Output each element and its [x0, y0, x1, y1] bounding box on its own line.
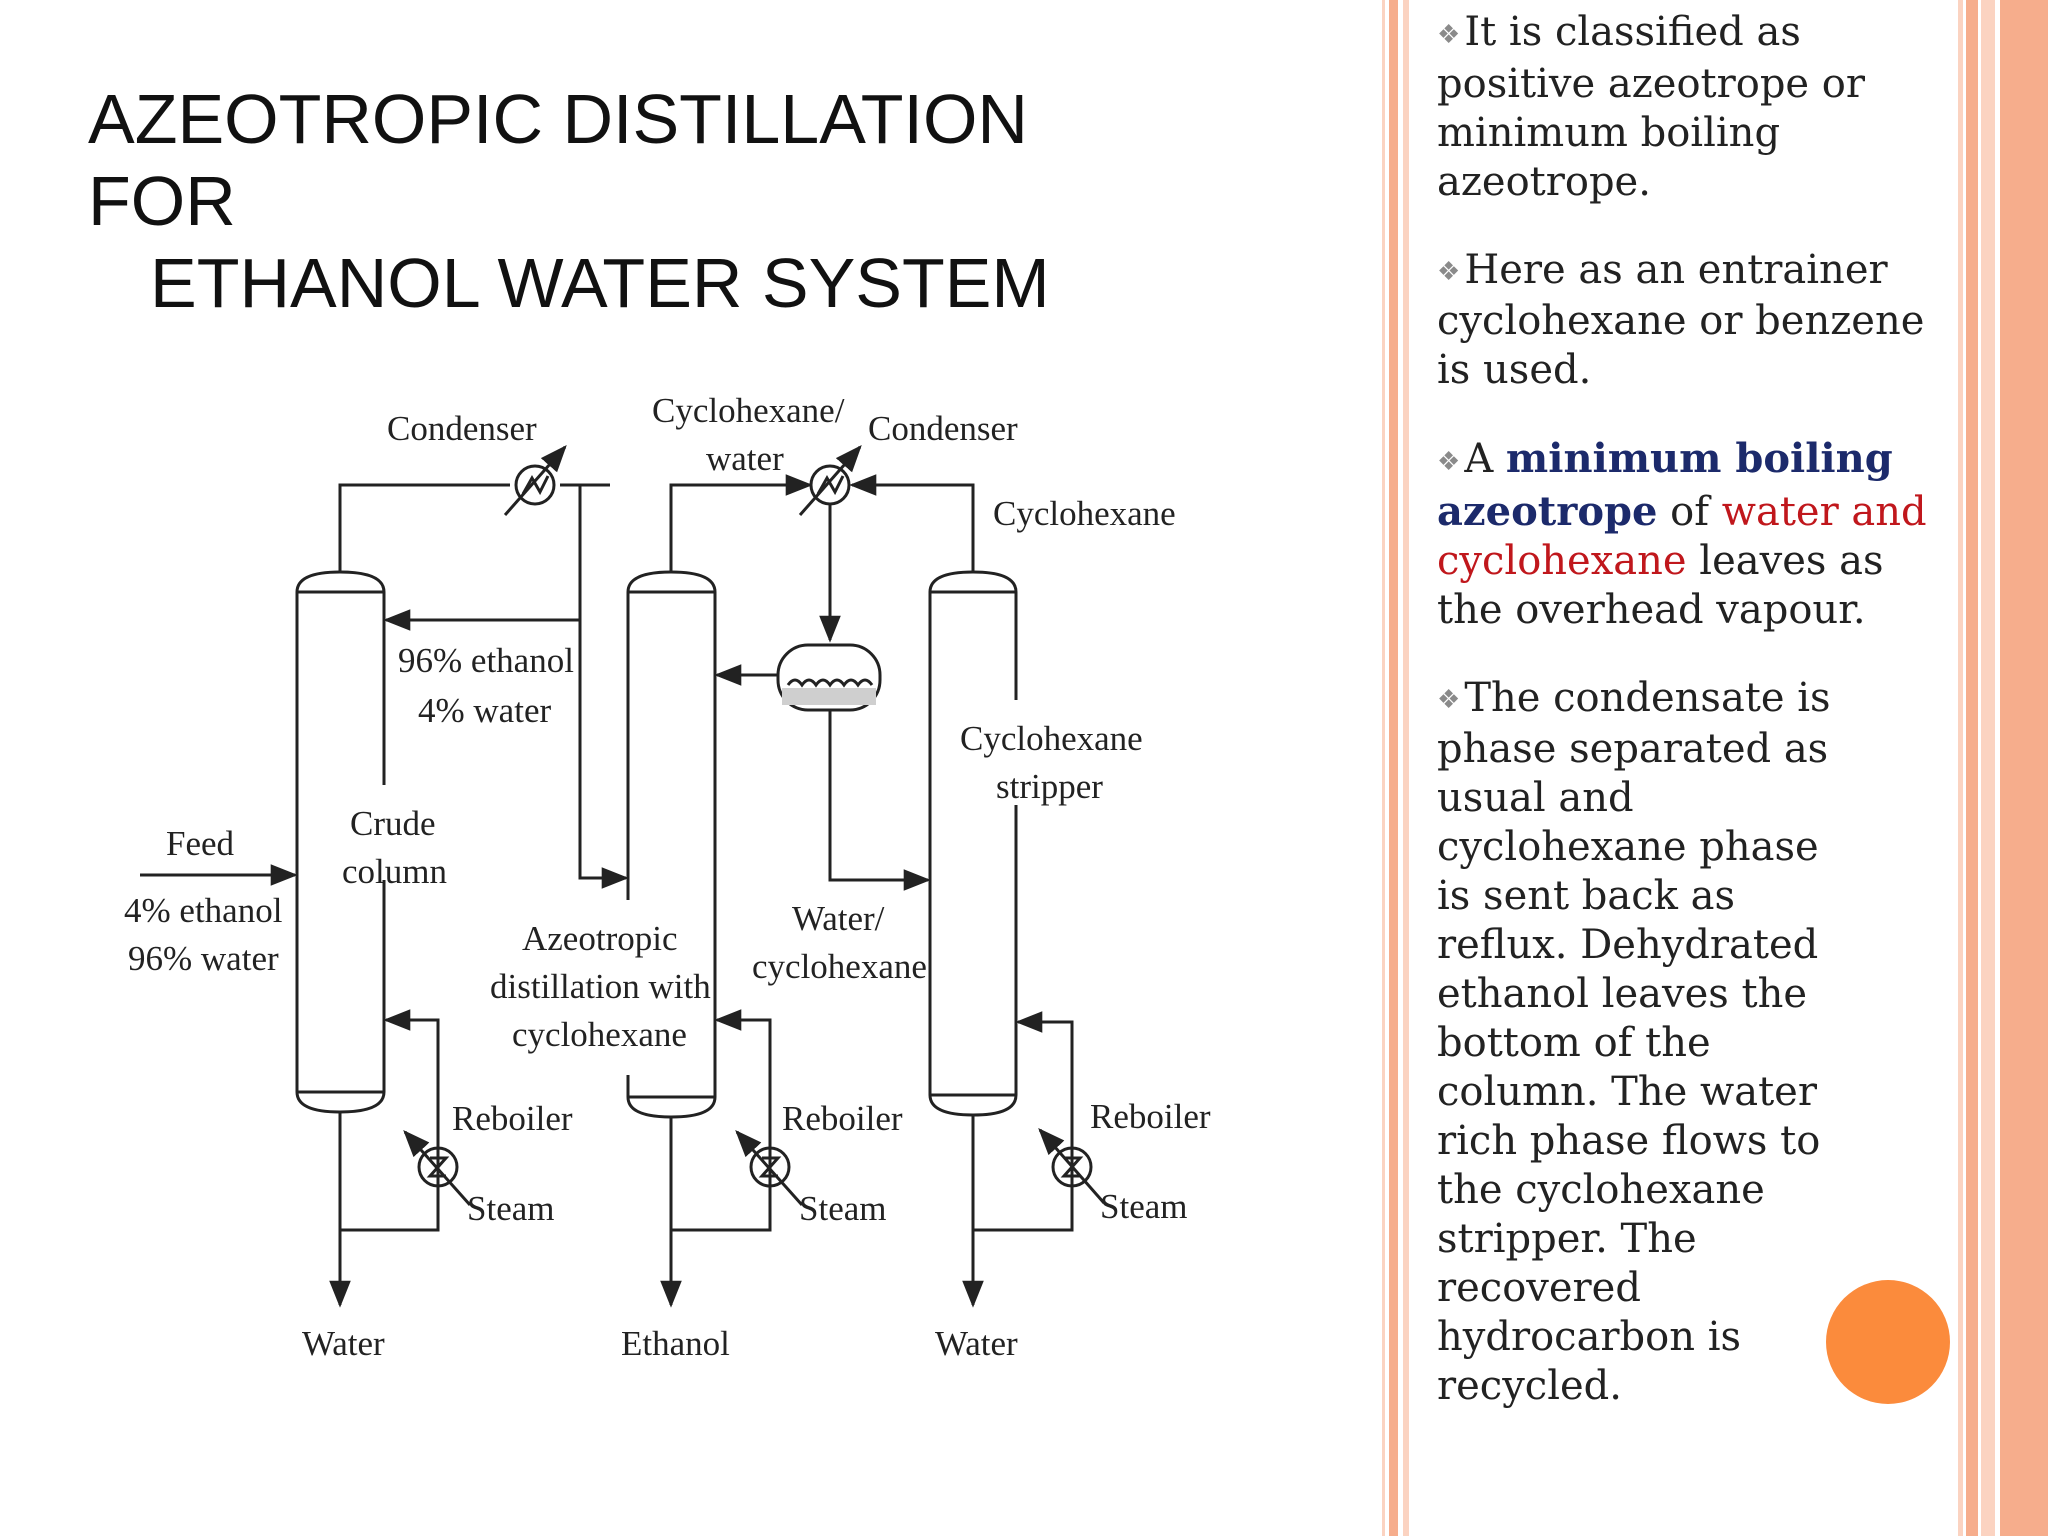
label-cyclohexane-water-2: water	[706, 439, 784, 478]
reboiler-3-icon	[1051, 1146, 1093, 1188]
reboiler-1-icon	[417, 1146, 459, 1188]
label-reboiler-1: Reboiler	[452, 1099, 573, 1138]
label-cyclohexane-water-1: Cyclohexane/	[652, 391, 845, 430]
bullet-4: ❖The condensate is phase separated as us…	[1437, 674, 1831, 1410]
decorative-orange-circle	[1826, 1280, 1950, 1404]
stripe-5	[1966, 0, 1978, 1536]
title-line-1: AZEOTROPIC DISTILLATION FOR	[88, 80, 1028, 240]
bullet-list: ❖It is classified as positive azeotrope …	[1437, 8, 1957, 1450]
label-azeo-2: distillation with	[490, 967, 711, 1006]
diamond-bullet-icon: ❖	[1437, 685, 1461, 715]
bullet-2: ❖Here as an entrainer cyclohexane or ben…	[1437, 246, 1925, 394]
label-azeo-3: cyclohexane	[512, 1015, 687, 1054]
stripe-2	[1389, 0, 1398, 1536]
emphasis-water-cyclohexane: water and cyclohexane	[1437, 488, 1927, 584]
label-bottom-water-2: Water	[935, 1324, 1018, 1363]
condenser-1-icon	[514, 464, 556, 506]
label-reboiler-3: Reboiler	[1090, 1097, 1211, 1136]
label-96-ethanol: 96% ethanol	[398, 641, 574, 680]
label-crude-2: column	[342, 852, 447, 891]
label-condenser-2: Condenser	[868, 409, 1018, 448]
emphasis-min-boiling-azeotrope: minimum boiling azeotrope	[1437, 435, 1893, 535]
title-line-2: ETHANOL WATER SYSTEM	[150, 244, 1050, 322]
slide-title: AZEOTROPIC DISTILLATION FOR ETHANOL WATE…	[88, 78, 1188, 324]
bullet-3: ❖A minimum boiling azeotrope of water an…	[1437, 435, 1927, 633]
label-bottom-ethanol: Ethanol	[621, 1324, 730, 1363]
diamond-bullet-icon: ❖	[1437, 257, 1461, 287]
label-azeo-1: Azeotropic	[522, 919, 677, 958]
label-crude-1: Crude	[350, 804, 436, 843]
stripe-7	[2000, 0, 2048, 1536]
stripe-1	[1382, 0, 1385, 1536]
label-steam-1: Steam	[467, 1189, 554, 1228]
cyclohexane-stripper-column	[928, 570, 1018, 1117]
label-cyclohexane: Cyclohexane	[993, 494, 1176, 533]
label-4-water: 4% water	[418, 691, 551, 730]
label-feed-water: 96% water	[128, 939, 279, 978]
label-reboiler-2: Reboiler	[782, 1099, 903, 1138]
label-feed: Feed	[166, 824, 235, 863]
label-steam-2: Steam	[799, 1189, 886, 1228]
bullet-1: ❖It is classified as positive azeotrope …	[1437, 9, 1866, 205]
diamond-bullet-icon: ❖	[1437, 446, 1461, 477]
stripe-6	[1981, 0, 1995, 1536]
label-steam-3: Steam	[1100, 1187, 1187, 1226]
label-water-cyclohexane-1: Water/	[792, 899, 885, 938]
label-bottom-water-1: Water	[302, 1324, 385, 1363]
reboiler-2-icon	[749, 1146, 791, 1188]
stripe-4	[1958, 0, 1963, 1536]
stripe-3	[1403, 0, 1409, 1536]
label-condenser-1: Condenser	[387, 409, 537, 448]
label-stripper-1: Cyclohexane	[960, 719, 1143, 758]
process-flow-diagram: Condenser Cyclohexane/ water Condenser C…	[124, 391, 1211, 1363]
label-water-cyclohexane-2: cyclohexane	[752, 947, 927, 986]
decanter-liquid	[782, 688, 876, 705]
label-feed-ethanol: 4% ethanol	[124, 891, 283, 930]
label-stripper-2: stripper	[996, 767, 1103, 806]
diamond-bullet-icon: ❖	[1437, 19, 1461, 50]
